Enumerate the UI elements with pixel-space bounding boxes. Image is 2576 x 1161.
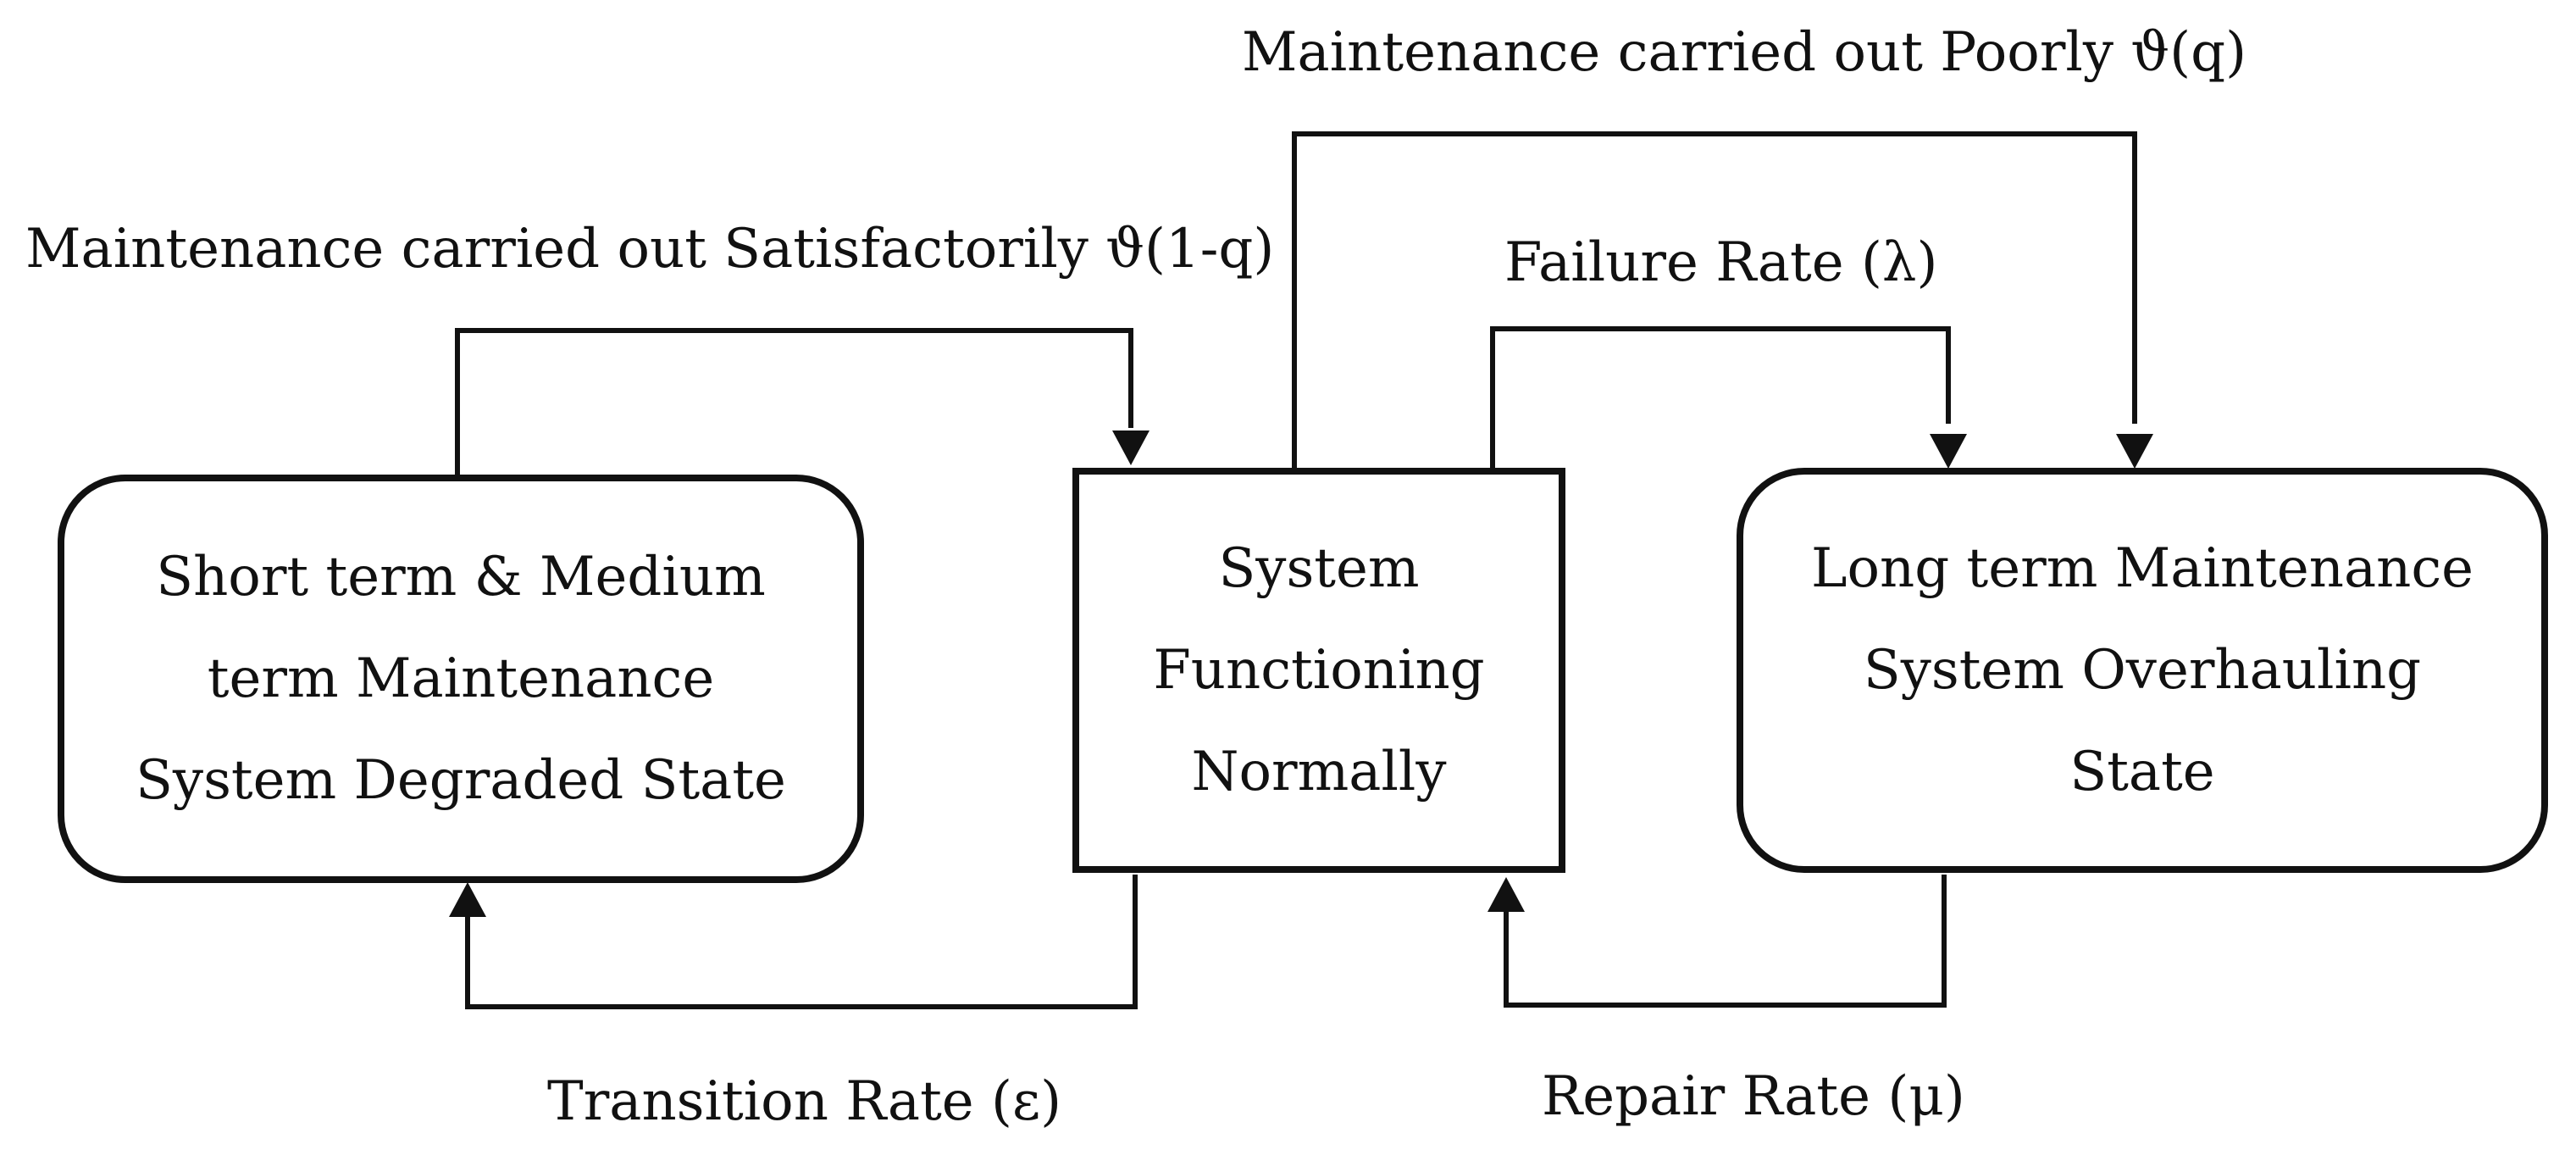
- state-normal-line-3: Normally: [1191, 741, 1447, 803]
- arrowhead-repair: [1487, 877, 1525, 912]
- state-normal: System Functioning Normally: [1072, 468, 1565, 873]
- arrow-satisfactorily: [455, 328, 1133, 476]
- arrow-failure: [1490, 326, 1951, 471]
- label-transition: Transition Rate (ε): [547, 1070, 1062, 1133]
- state-degraded-line-2: term Maintenance: [207, 647, 715, 710]
- arrowhead-failure: [1930, 434, 1967, 469]
- state-normal-line-1: System: [1218, 537, 1420, 600]
- state-degraded-line-3: System Degraded State: [136, 749, 786, 812]
- state-overhaul-line-1: Long term Maintenance: [1810, 537, 2474, 600]
- arrowhead-satisfactorily: [1112, 431, 1150, 465]
- arrow-poorly: [1292, 131, 2137, 471]
- state-overhaul: Long term Maintenance System Overhauling…: [1737, 468, 2548, 873]
- state-overhaul-line-2: System Overhauling: [1863, 639, 2422, 702]
- state-normal-line-2: Functioning: [1153, 639, 1485, 702]
- label-repair: Repair Rate (μ): [1542, 1065, 1965, 1128]
- arrow-transition: [465, 875, 1138, 1009]
- state-overhaul-line-3: State: [2069, 741, 2215, 803]
- label-poorly: Maintenance carried out Poorly ϑ(q): [1242, 21, 2247, 84]
- label-satisfactorily: Maintenance carried out Satisfactorily ϑ…: [25, 218, 1275, 281]
- label-failure: Failure Rate (λ): [1504, 231, 1938, 294]
- arrowhead-poorly: [2116, 434, 2153, 469]
- state-degraded: Short term & Medium term Maintenance Sys…: [58, 475, 864, 883]
- arrowhead-transition: [449, 882, 486, 917]
- arrow-repair: [1504, 875, 1947, 1008]
- state-degraded-line-1: Short term & Medium: [156, 546, 766, 608]
